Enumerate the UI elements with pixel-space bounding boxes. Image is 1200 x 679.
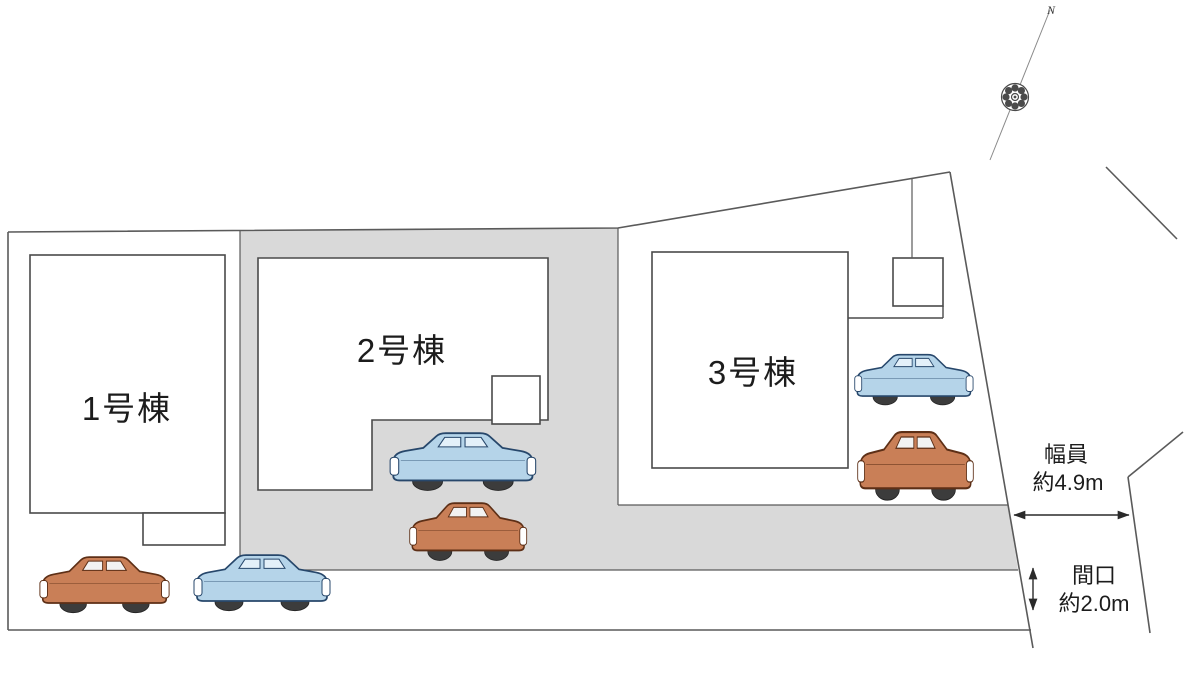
compass-petal	[1002, 93, 1010, 101]
building-3-outline	[651, 251, 849, 469]
frontage-value: 約2.0m	[1059, 591, 1130, 616]
building-2-porch	[491, 375, 541, 425]
road-outer-edge-mid	[1127, 431, 1184, 478]
car-orange-lot1-icon	[39, 556, 170, 614]
building-3: 3号棟	[651, 178, 944, 469]
building-1-porch	[142, 512, 226, 546]
building-1: 1号棟	[29, 254, 226, 546]
road-width-label: 幅員	[1044, 442, 1088, 467]
compass-petal	[1005, 99, 1013, 107]
road-outer-edge-lower	[1127, 476, 1151, 634]
car-blue-lot3-icon	[853, 353, 974, 406]
frontage-label: 間口	[1072, 563, 1116, 588]
compass-petal	[1017, 99, 1025, 107]
building-2: 2号棟	[257, 257, 549, 491]
road-inner-edge	[949, 171, 1034, 649]
road-width-value: 約4.9m	[1033, 470, 1104, 495]
building-2-label: 2号棟	[357, 332, 447, 369]
compass-petal	[1005, 87, 1013, 95]
compass-petal	[1017, 87, 1025, 95]
compass-petal	[1020, 93, 1028, 101]
building-3-porch	[892, 257, 944, 307]
north-label: N	[1046, 3, 1056, 17]
compass-icon: N	[989, 3, 1056, 161]
top-boundary-line	[7, 171, 951, 233]
compass-petal	[1011, 84, 1019, 92]
frontage-annotation: 間口 約2.0m	[1028, 563, 1130, 616]
compass-petal	[1011, 102, 1019, 110]
parcel-boundaries	[7, 166, 1184, 649]
road-outer-edge-upper	[1105, 166, 1178, 240]
building-1-label: 1号棟	[82, 390, 172, 427]
building-2-outline	[257, 257, 549, 491]
building-3-label: 3号棟	[708, 354, 798, 391]
building-1-outline	[29, 254, 226, 514]
compass-center-dot	[1013, 95, 1017, 99]
road-width-annotation: 幅員 約4.9m	[1013, 442, 1130, 520]
car-orange-lot3-icon	[856, 430, 975, 502]
